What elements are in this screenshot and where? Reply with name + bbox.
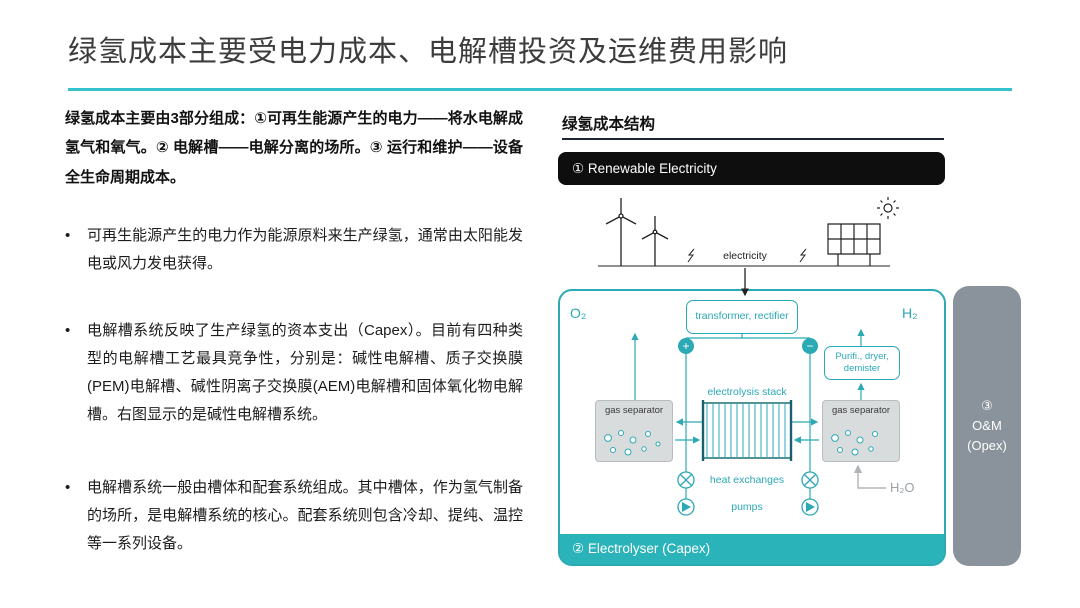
transformer-rectifier-box: transformer, rectifier bbox=[686, 300, 798, 334]
electrolyser-capex-bar: ② Electrolyser (Capex) bbox=[560, 534, 944, 564]
solar-panel-icon bbox=[827, 197, 899, 266]
bullet-marker: • bbox=[65, 479, 71, 497]
bullet-item: • 电解槽系统反映了生产绿氢的资本支出（Capex）。目前有四种类型的电解槽工艺… bbox=[65, 317, 523, 428]
intro-paragraph: 绿氢成本主要由3部分组成：①可再生能源产生的电力——将水电解成氢气和氧气。② 电… bbox=[65, 110, 523, 186]
bullet-text: 电解槽系统反映了生产绿氢的资本支出（Capex）。目前有四种类型的电解槽工艺最具… bbox=[87, 322, 523, 423]
pumps-label: pumps bbox=[708, 501, 786, 513]
cost-structure-diagram: ① Renewable Electricity ② Electrolyser (… bbox=[558, 150, 1022, 570]
bullet-item: • 电解槽系统一般由槽体和配套系统组成。其中槽体，作为氢气制备的场所，是电解槽系… bbox=[65, 474, 523, 557]
bullet-item: • 可再生能源产生的电力作为能源原料来生产绿氢，通常由太阳能发电或风力发电获得。 bbox=[65, 222, 523, 278]
wind-turbine-icon bbox=[605, 198, 669, 266]
electrolysis-stack-label: electrolysis stack bbox=[707, 386, 787, 398]
bullet-text: 电解槽系统一般由槽体和配套系统组成。其中槽体，作为氢气制备的场所，是电解槽系统的… bbox=[87, 479, 523, 552]
h2-label: H₂ bbox=[902, 305, 918, 321]
diagram-heading: 绿氢成本结构 bbox=[562, 116, 656, 133]
purifier-dryer-demister-box: Purifi., dryer, demister bbox=[824, 346, 900, 380]
left-text-column: 绿氢成本主要由3部分组成：①可再生能源产生的电力——将水电解成氢气和氧气。② 电… bbox=[65, 104, 523, 558]
page-title: 绿氢成本主要受电力成本、电解槽投资及运维费用影响 bbox=[68, 36, 789, 68]
diagram-heading-underline bbox=[562, 138, 944, 140]
renewable-electricity-bar: ① Renewable Electricity bbox=[558, 152, 945, 185]
minus-terminal: − bbox=[802, 338, 818, 354]
bullet-marker: • bbox=[65, 226, 71, 244]
bullet-marker: • bbox=[65, 322, 71, 340]
bullet-text: 可再生能源产生的电力作为能源原料来生产绿氢，通常由太阳能发电或风力发电获得。 bbox=[87, 226, 523, 272]
om-opex-box: ③ O&M (Opex) bbox=[953, 286, 1021, 566]
heat-exchanges-label: heat exchanges bbox=[698, 474, 796, 486]
h2o-label: H₂O bbox=[890, 480, 915, 495]
title-underline bbox=[68, 88, 1012, 91]
o2-label: O₂ bbox=[570, 305, 587, 321]
gas-separator-right: gas separator bbox=[822, 400, 900, 462]
plus-terminal: + bbox=[678, 338, 694, 354]
electricity-label: electricity bbox=[723, 250, 767, 262]
gas-separator-left: gas separator bbox=[595, 400, 673, 462]
